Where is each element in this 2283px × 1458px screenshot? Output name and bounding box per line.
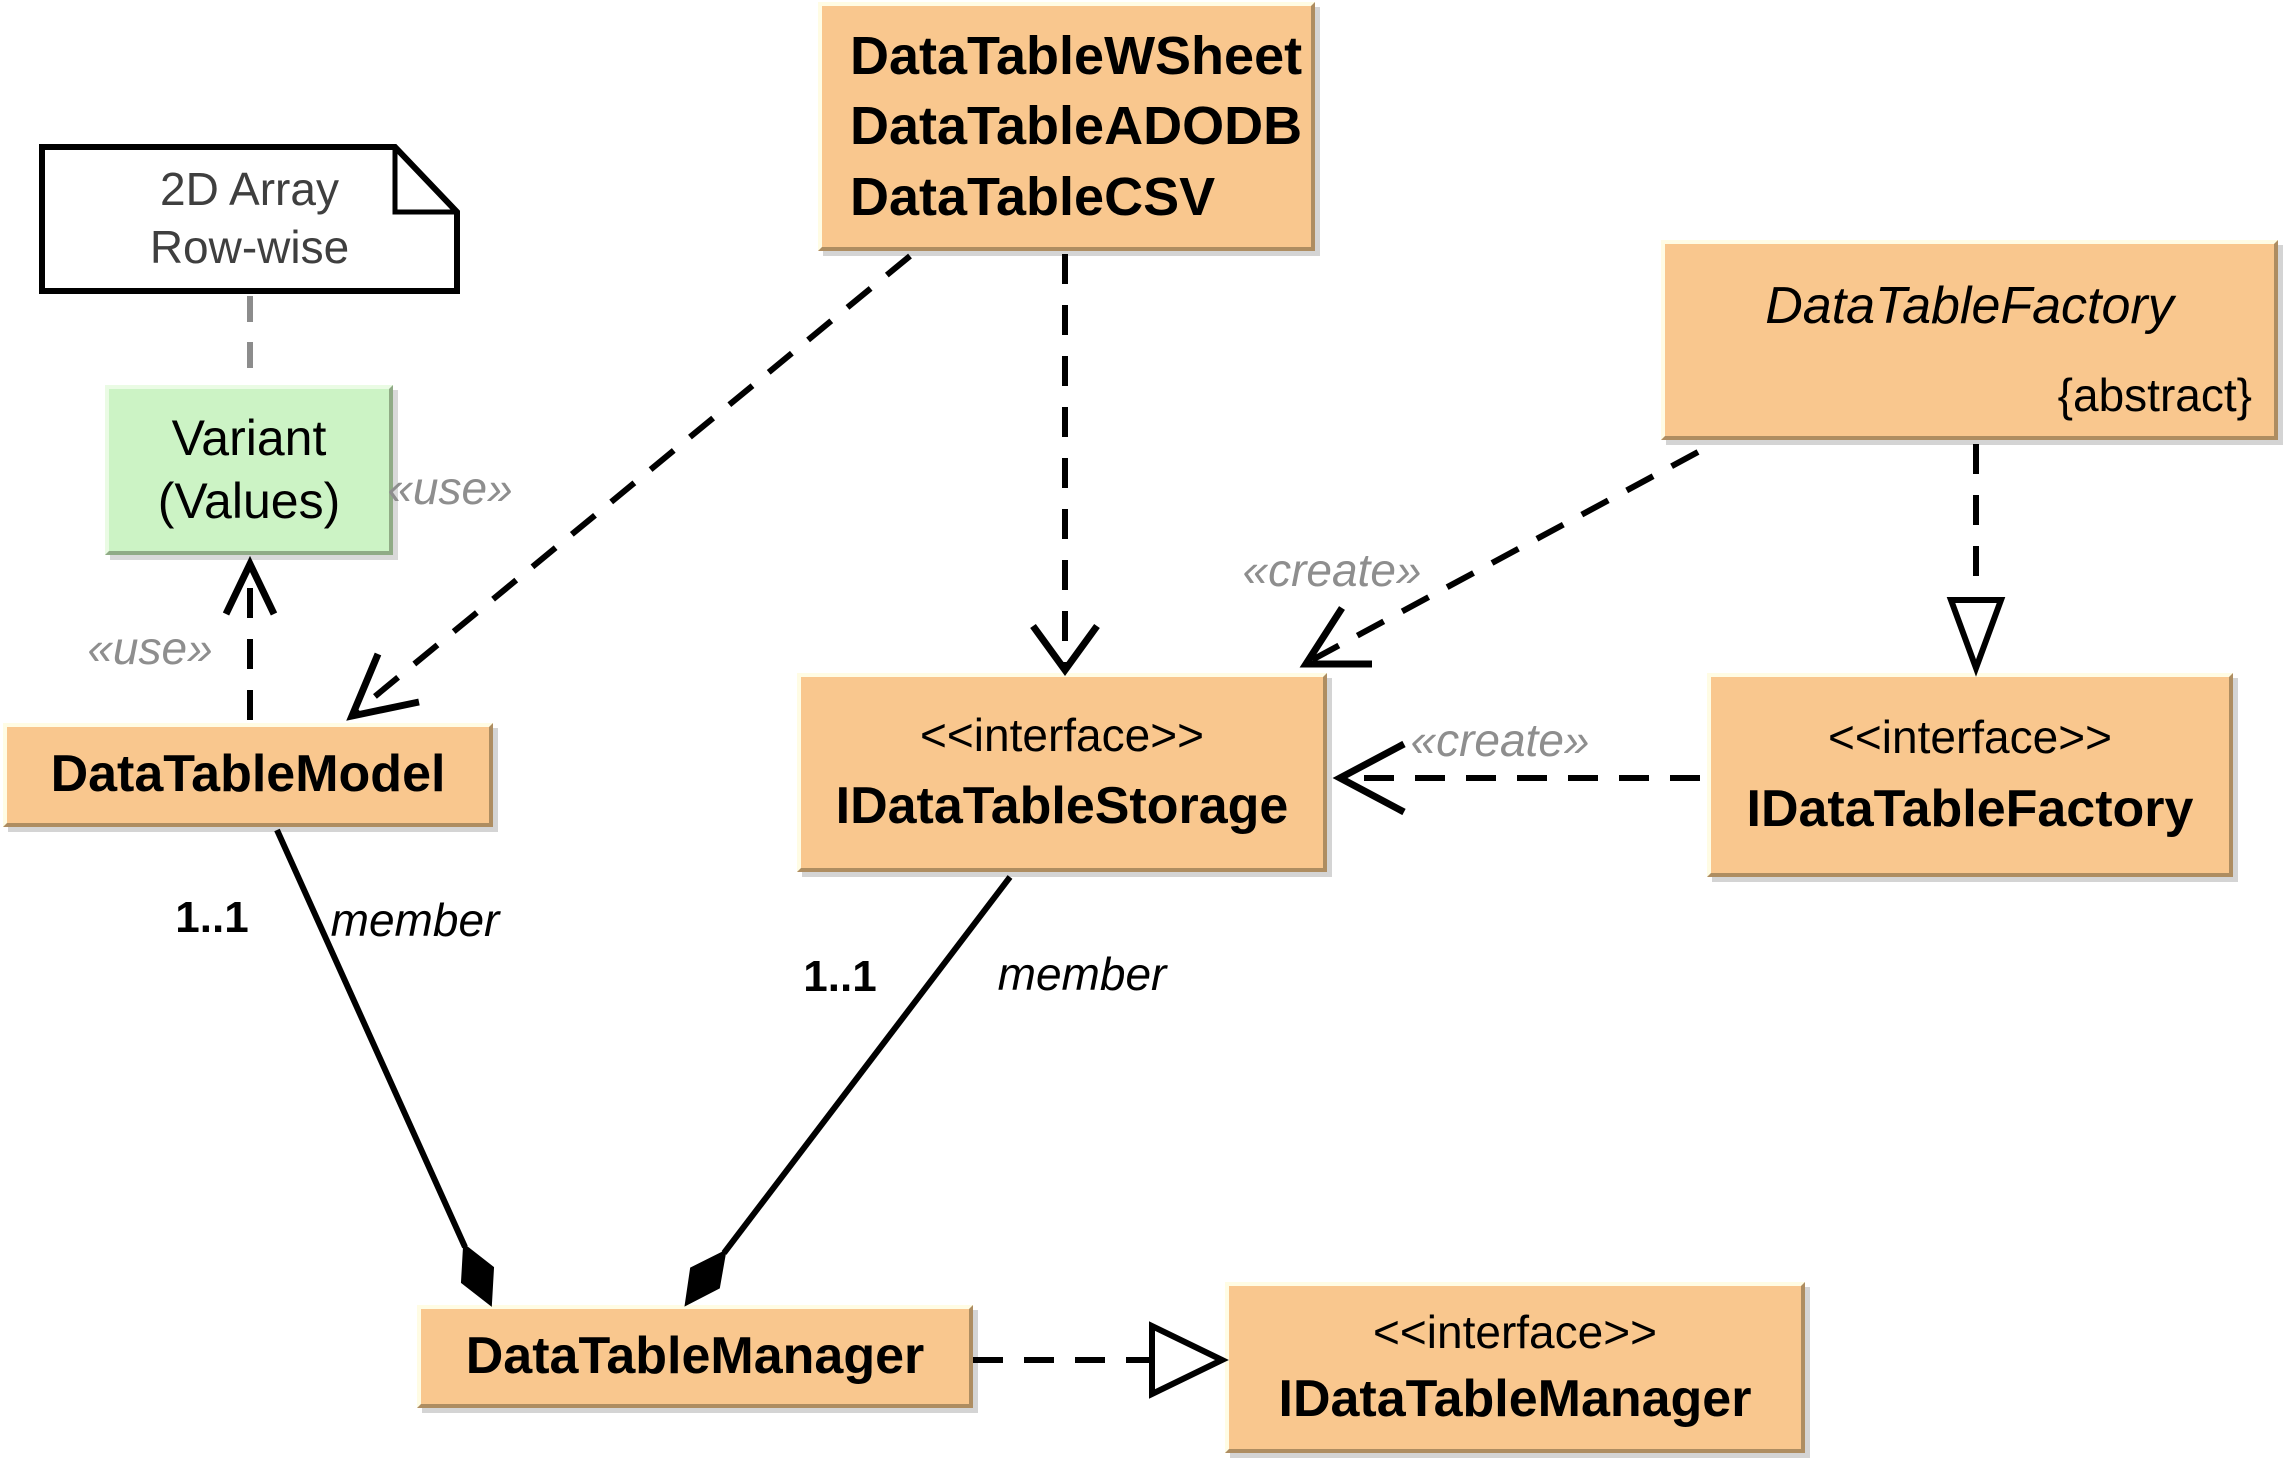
realize-factory-ifactory-triangle-icon xyxy=(1946,597,2006,677)
interface-idatatablemanager-label: IDataTableManager xyxy=(1278,1370,1752,1429)
class-datatablefactory: DataTableFactory {abstract} xyxy=(1661,240,2278,440)
create-label-factory-storage: «create» xyxy=(1242,544,1422,596)
composition-manager-storage-diamond-icon xyxy=(684,1249,727,1307)
class-implementations: DataTableWSheet DataTableADODB DataTable… xyxy=(818,2,1315,251)
realize-manager-imanager-triangle-icon xyxy=(1149,1321,1229,1399)
note-2d-array: 2D Array Row-wise xyxy=(42,147,457,291)
class-datatablemodel: DataTableModel xyxy=(3,723,493,827)
class-datatablemanager-label: DataTableManager xyxy=(465,1326,925,1385)
use-model-variant-arrowhead-icon xyxy=(222,555,278,616)
imanager-stereotype: <<interface>> xyxy=(1373,1305,1657,1358)
interface-idatatablefactory: <<interface>> IDataTableFactory xyxy=(1707,673,2233,877)
role-member-model: member xyxy=(330,894,500,946)
create-ifactory-storage-arrowhead-icon xyxy=(1332,740,1406,816)
abstract-constraint: {abstract} xyxy=(2057,369,2252,421)
class-variant-line1: Variant xyxy=(171,410,327,466)
use-label-model-variant: «use» xyxy=(87,622,213,674)
class-datatablecsv-label: DataTableCSV xyxy=(850,166,1216,227)
composition-manager-storage-line xyxy=(721,875,1013,1255)
interface-idatatablemanager: <<interface>> IDataTableManager xyxy=(1225,1282,1805,1453)
create-label-ifactory-storage: «create» xyxy=(1410,714,1590,766)
interface-idatatablefactory-label: IDataTableFactory xyxy=(1746,779,2194,838)
interface-idatatablestorage-label: IDataTableStorage xyxy=(835,777,1289,836)
use-label-impl-model: «use» xyxy=(387,462,513,514)
class-datatableadodb-label: DataTableADODB xyxy=(850,96,1303,157)
class-variant: Variant (Values) xyxy=(105,385,393,555)
note-line1: 2D Array xyxy=(160,163,339,216)
multiplicity-model: 1..1 xyxy=(175,893,249,942)
multiplicity-storage: 1..1 xyxy=(803,952,877,1001)
use-impl-model-arrowhead-icon xyxy=(346,652,420,721)
realize-impl-storage-arrowhead-icon xyxy=(1030,623,1100,676)
class-datatablemanager: DataTableManager xyxy=(417,1305,973,1408)
interface-idatatablestorage: <<interface>> IDataTableStorage xyxy=(797,673,1327,872)
note-line2: Row-wise xyxy=(149,221,350,273)
class-datatablewsheet-label: DataTableWSheet xyxy=(850,26,1303,87)
storage-stereotype: <<interface>> xyxy=(920,708,1204,761)
ifactory-stereotype: <<interface>> xyxy=(1828,711,2112,764)
composition-manager-model-diamond-icon xyxy=(460,1243,495,1307)
class-variant-line2: (Values) xyxy=(157,473,341,529)
role-member-storage: member xyxy=(997,948,1167,1000)
class-datatablemodel-label: DataTableModel xyxy=(50,745,446,804)
class-datatablefactory-label: DataTableFactory xyxy=(1765,277,2174,335)
create-factory-storage-arrowhead-icon xyxy=(1299,606,1372,668)
